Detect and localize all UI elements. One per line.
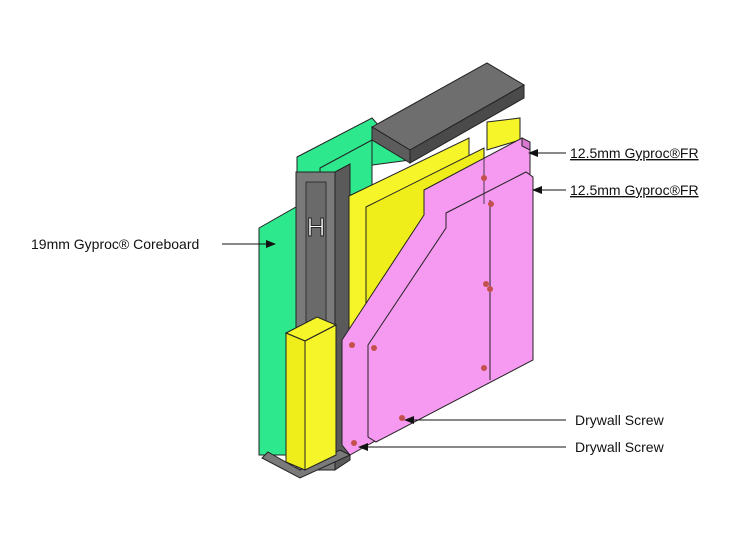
screw-dot (481, 365, 487, 371)
drywall-screw-label-2: Drywall Screw (575, 439, 665, 455)
fr-layer-2-label: 12.5mm Gyproc®FR (570, 182, 699, 198)
screw-dot (371, 345, 377, 351)
drywall-screw-label-1: Drywall Screw (575, 412, 665, 428)
svg-text:H: H (307, 212, 326, 242)
screw-dot (481, 175, 487, 181)
drywall-screws (349, 175, 494, 446)
screw-dot (399, 415, 405, 421)
head-channel (371, 62, 525, 164)
insulation-block-front (284, 316, 338, 471)
leader-lines (222, 149, 566, 451)
screw-dot (349, 342, 355, 348)
screw-dot (483, 281, 489, 287)
fr-layer-1-label: 12.5mm Gyproc®FR (570, 145, 699, 161)
screw-dot (351, 440, 357, 446)
screw-dot (487, 286, 493, 292)
screw-dot (488, 201, 494, 207)
coreboard-label: 19mm Gyproc® Coreboard (31, 236, 199, 252)
